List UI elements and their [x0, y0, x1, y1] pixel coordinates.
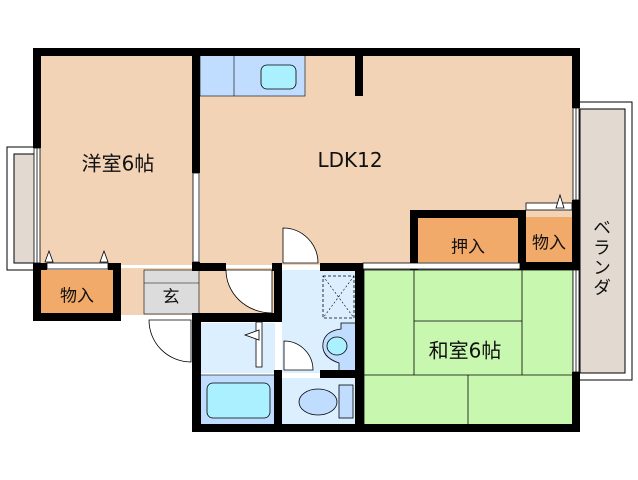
windows [33, 107, 580, 373]
western-room-floor [40, 55, 195, 265]
tatami-room [363, 269, 574, 426]
washroom-floor [200, 323, 275, 373]
storage-right-floor [526, 217, 573, 262]
oshiire-floor [418, 217, 520, 262]
genkan-floor [143, 269, 200, 315]
balcony-left [6, 146, 36, 271]
kitchen-counter [199, 54, 306, 97]
room-label-ldk: LDK12 [317, 148, 383, 172]
room-label-japanese: 和室6帖 [428, 338, 502, 363]
room-label-genkan: 玄 [162, 287, 180, 308]
room-label-western: 洋室6帖 [81, 151, 155, 176]
swing-doors [148, 227, 319, 371]
sliding-doors [46, 202, 573, 368]
walls [33, 48, 580, 432]
room-label-storage-right: 物入 [532, 233, 566, 254]
storage-left-floor [40, 270, 115, 315]
room-label-balcony: ベランダ [590, 218, 611, 298]
room-label-oshiire: 押入 [451, 237, 485, 258]
balcony-right [577, 101, 633, 381]
room-label-storage-left: 物入 [60, 286, 94, 307]
